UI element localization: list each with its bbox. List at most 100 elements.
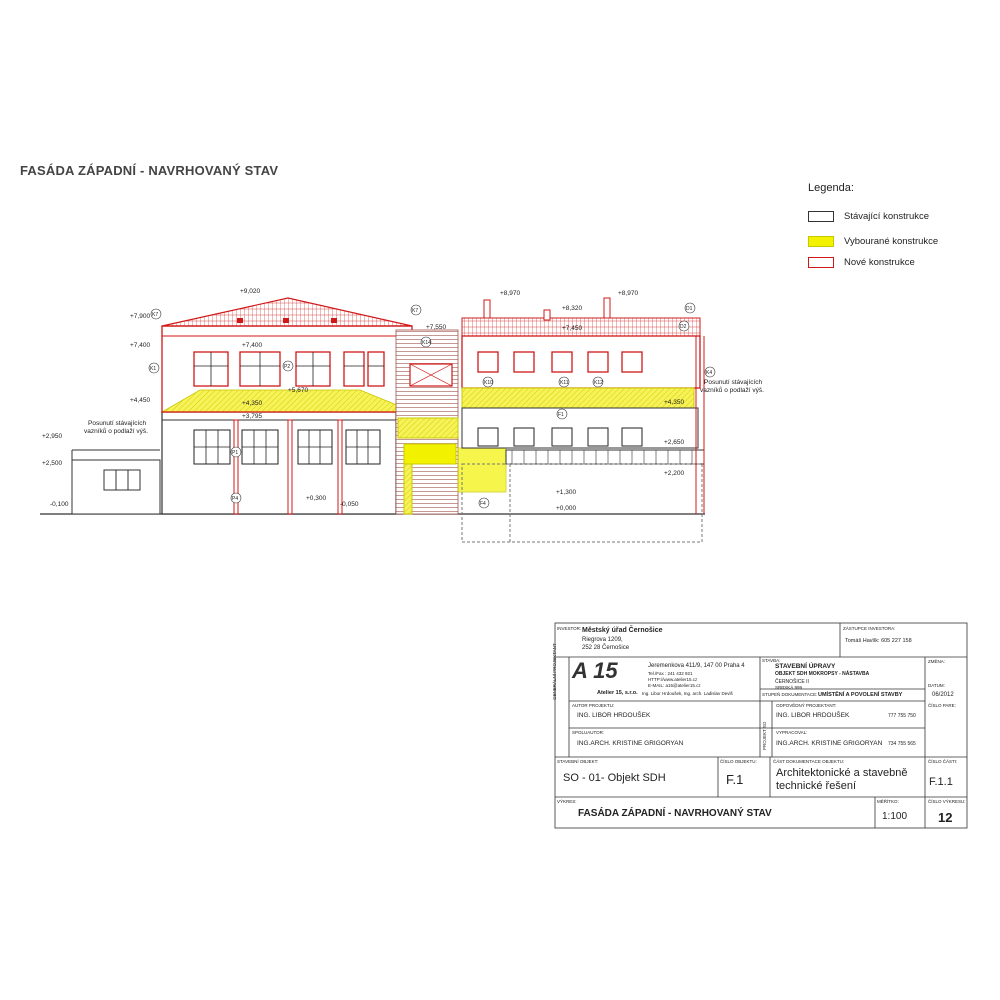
elev-label: +2,950 bbox=[42, 433, 62, 440]
vyprac-value: ING.ARCH. KRISTINE GRIGORYAN bbox=[776, 740, 883, 747]
so-label: STAVEBNÍ OBJEKT: bbox=[557, 759, 599, 764]
company-email: E-MAIL: a15@atelier15.cz bbox=[648, 683, 701, 688]
elev-label: +0,000 bbox=[556, 505, 576, 512]
company-name: Atelier 15, s.r.o. bbox=[597, 690, 638, 696]
tag-label: F1 bbox=[558, 412, 564, 418]
stupen-label: STUPEŇ DOKUMENTACE: bbox=[762, 692, 818, 697]
zastupce-label: ZÁSTUPCE INVESTORA: bbox=[843, 626, 896, 631]
odp-label: ODPOVĚDNÝ PROJEKTANT: bbox=[776, 703, 837, 708]
elev-label: +8,970 bbox=[500, 290, 520, 297]
cast-line-1: Architektonické a stavebně bbox=[776, 767, 908, 779]
vyprac-label: VYPRACOVAL: bbox=[776, 730, 808, 735]
cislo-casti-value: F.1.1 bbox=[929, 776, 953, 788]
elev-label: -0,100 bbox=[50, 501, 69, 508]
notes: Posunutí stávajících vazníků o podlaží v… bbox=[84, 379, 764, 435]
legend-item-demolished: Vybourané konstrukce bbox=[808, 234, 938, 248]
autor-label: AUTOR PROJEKTU: bbox=[572, 703, 615, 708]
stavba-line-1: STAVEBNÍ ÚPRAVY bbox=[775, 663, 836, 670]
elev-label: +3,795 bbox=[242, 413, 262, 420]
legend-item-new: Nové konstrukce bbox=[808, 255, 915, 269]
datum-label: DATUM: bbox=[928, 683, 945, 688]
vyprac-tel: 734 755 565 bbox=[888, 741, 916, 747]
legend-swatch-existing bbox=[808, 210, 834, 222]
cislo-vykresu-label: ČÍSLO VÝKRESU: bbox=[928, 799, 966, 804]
vykres-label: VÝKRES: bbox=[557, 799, 577, 804]
stupen-value: UMÍSTĚNÍ A POVOLENÍ STAVBY bbox=[818, 692, 903, 698]
spolu-label: SPOLUAUTOR: bbox=[572, 730, 605, 735]
legend-swatch-demolished bbox=[808, 235, 834, 247]
right-building bbox=[461, 317, 705, 543]
legend-title: Legenda: bbox=[808, 182, 854, 194]
tag-label: K7 bbox=[412, 308, 418, 314]
spolu-value: ING.ARCH. KRISTINE GRIGORYAN bbox=[577, 740, 684, 747]
tag-label: K12 bbox=[594, 380, 603, 386]
cast-line-2: technické řešení bbox=[776, 780, 857, 792]
elev-label: +0,300 bbox=[306, 495, 326, 502]
investor-address-2: 252 28 Černošice bbox=[582, 645, 630, 651]
tag-label: P4 bbox=[232, 496, 238, 502]
company-web: HTTP://www.atelier15.cz bbox=[648, 677, 698, 682]
legend-label-new: Nové konstrukce bbox=[844, 256, 915, 268]
company-people: Ing. Libor Hrdoušek, Ing. arch. Ladislav… bbox=[642, 691, 733, 696]
note-text: Posunutí stávajících bbox=[88, 420, 147, 427]
stavba-line-2: OBJEKT SDH MOKROPSY - NÁSTAVBA bbox=[775, 671, 870, 677]
autor-value: ING. LIBOR HRDOUŠEK bbox=[577, 712, 651, 719]
elev-label: +5,670 bbox=[288, 387, 308, 394]
legend-label-demolished: Vybourané konstrukce bbox=[844, 235, 939, 247]
legend-swatch-new bbox=[808, 256, 834, 268]
tag-label: K11 bbox=[560, 380, 569, 386]
cislo-objektu-value: F.1 bbox=[726, 772, 744, 787]
so-value: SO - 01- Objekt SDH bbox=[563, 772, 666, 784]
zastupce-value: Tomáš Havlík: 605 227 158 bbox=[845, 638, 912, 644]
elev-label: +4,350 bbox=[664, 399, 684, 406]
elev-label: +8,970 bbox=[618, 290, 638, 297]
legend-label-existing: Stávající konstrukce bbox=[844, 210, 930, 222]
tag-label: K14 bbox=[422, 340, 431, 346]
elev-label: +7,900 bbox=[130, 313, 150, 320]
elev-label: +8,320 bbox=[562, 305, 582, 312]
staircase bbox=[395, 329, 507, 515]
drawing-title: FASÁDA ZÁPADNÍ - NAVRHOVANÝ STAV bbox=[20, 163, 279, 178]
company-logo: A 15 bbox=[572, 658, 618, 683]
stavba-line-3: ČERNOŠICE II bbox=[775, 679, 809, 685]
left-annex bbox=[71, 449, 161, 515]
elev-label: +7,550 bbox=[426, 324, 446, 331]
cislo-casti-label: ČÍSLO ČÁSTI: bbox=[928, 759, 958, 764]
legend-item-existing: Stávající konstrukce bbox=[808, 209, 929, 223]
elev-label: +7,450 bbox=[562, 325, 582, 332]
general-designer-label: GENERÁLNÍ PROJEKTANT bbox=[552, 643, 557, 700]
elev-label: +4,450 bbox=[130, 397, 150, 404]
tag-markers: K7 K1 K7 D1 D2 K4 P2 P1 P4 F4 F1 K10 K11… bbox=[148, 302, 716, 509]
left-building bbox=[161, 411, 397, 515]
tag-label: K4 bbox=[706, 370, 712, 376]
company-address: Jeremenkova 411/9, 147 00 Praha 4 bbox=[648, 663, 745, 669]
tag-label: P2 bbox=[284, 364, 290, 370]
facade-elevation: +9,020 +7,900 +7,400 +7,400 +4,450 +3,79… bbox=[40, 288, 764, 543]
elev-label: +9,020 bbox=[240, 288, 260, 295]
elev-label: +7,400 bbox=[130, 342, 150, 349]
zmena-label: ZMĚNA: bbox=[928, 659, 946, 664]
company-tel: Tel./Fax : 241 432 921 bbox=[648, 671, 693, 676]
elev-label: +2,200 bbox=[664, 470, 684, 477]
stavba-line-4: SRBSKÁ 999 bbox=[775, 685, 803, 690]
tag-label: K7 bbox=[152, 312, 158, 318]
elev-label: +2,650 bbox=[664, 439, 684, 446]
datum-value: 06/2012 bbox=[932, 692, 954, 698]
tag-label: D1 bbox=[686, 306, 693, 312]
investor-label: INVESTOR: bbox=[557, 626, 582, 631]
cislo-objektu-label: ČÍSLO OBJEKTU: bbox=[720, 759, 757, 764]
cast-label: ČÁST DOKUMENTACE OBJEKTU: bbox=[773, 759, 845, 764]
tag-label: P1 bbox=[232, 450, 238, 456]
vykres-value: FASÁDA ZÁPADNÍ - NAVRHOVANÝ STAV bbox=[578, 808, 772, 819]
projekt-so-label: PROJEKT SO bbox=[762, 721, 767, 750]
meritko-label: MĚŘÍTKO: bbox=[877, 799, 899, 804]
cislo-vykresu-value: 12 bbox=[938, 810, 953, 825]
note-text: vazníků o podlaží výš. bbox=[700, 386, 764, 394]
meritko-value: 1:100 bbox=[882, 811, 908, 822]
investor-name: Městský úřad Černošice bbox=[582, 627, 663, 634]
elev-label: +4,350 bbox=[242, 400, 262, 407]
note-text: vazníků o podlaží výš. bbox=[84, 427, 148, 435]
tag-label: K1 bbox=[150, 366, 156, 372]
cislo-pare-label: ČÍSLO PARE: bbox=[928, 703, 956, 708]
